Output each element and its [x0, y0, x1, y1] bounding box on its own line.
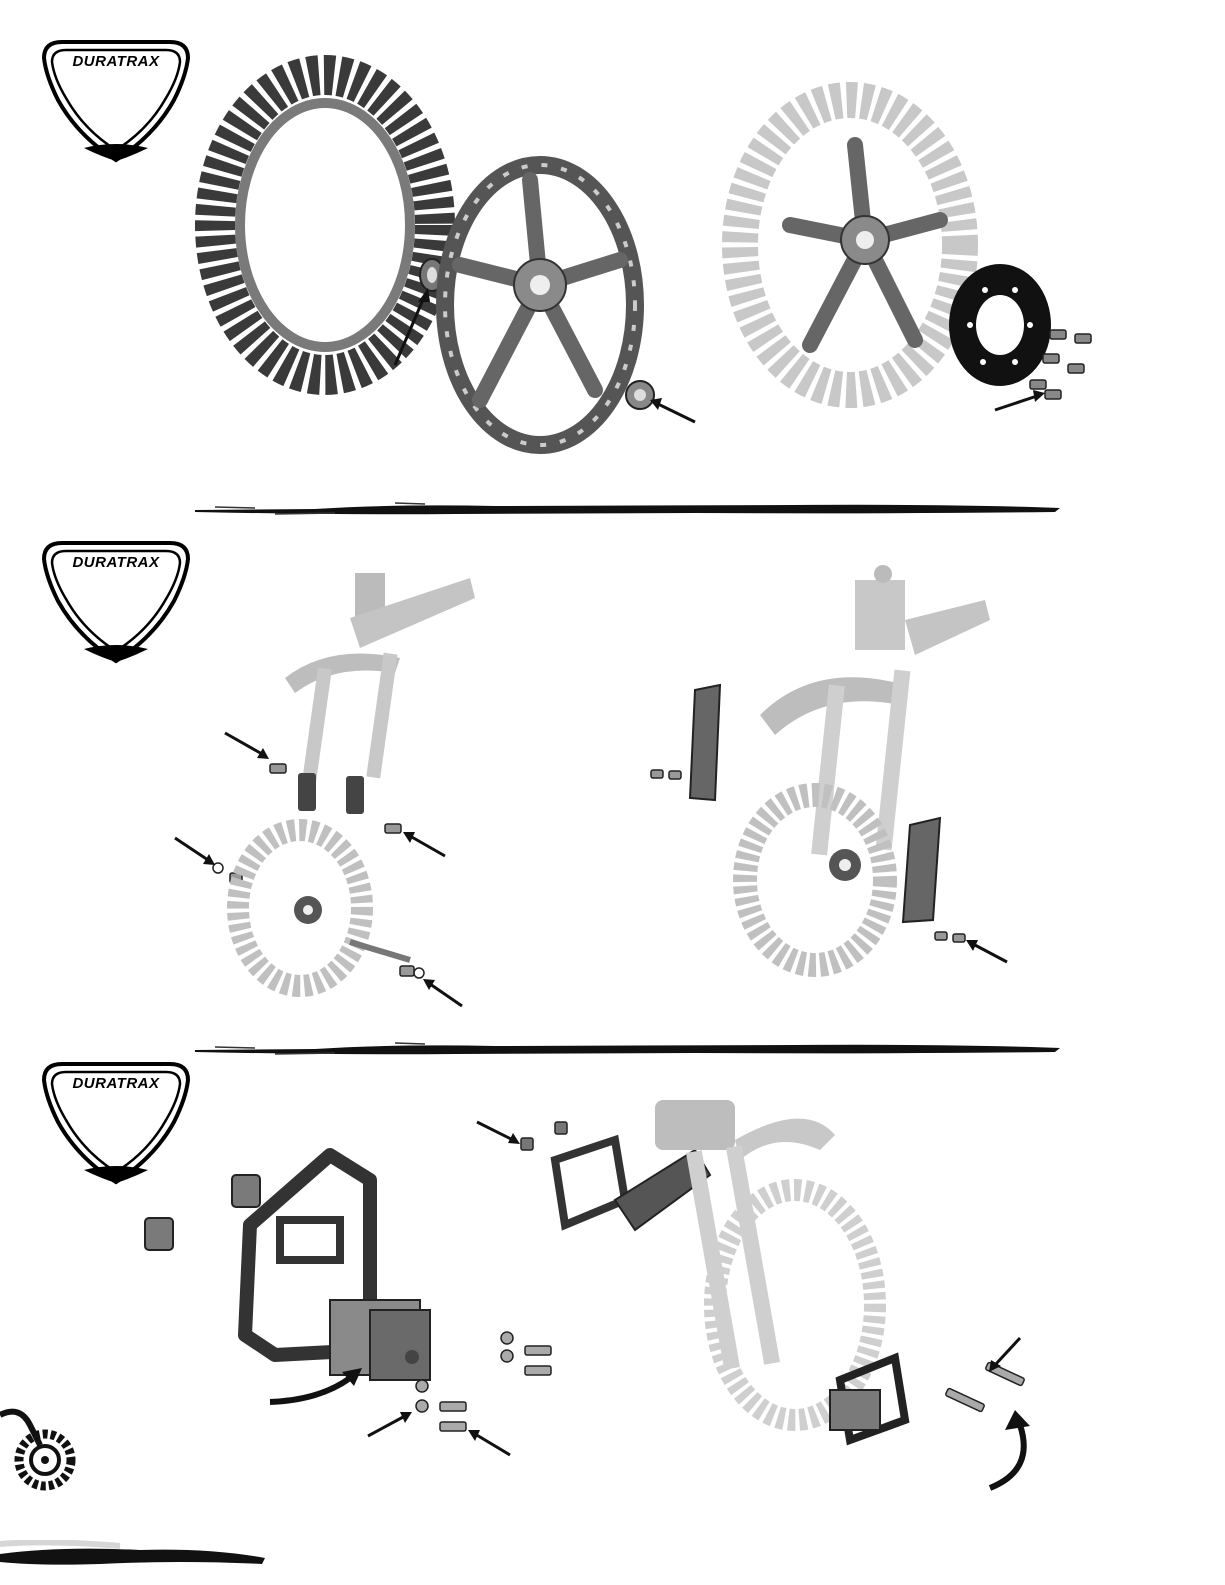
bearing-icon	[626, 381, 654, 409]
arrow-icon	[175, 733, 462, 1006]
arrow-icon	[650, 398, 695, 422]
wheel-rim-icon	[445, 165, 635, 445]
curved-arrow-icon	[990, 1410, 1030, 1488]
fork-icon	[655, 1100, 835, 1370]
section-divider-1	[195, 498, 1060, 518]
bottom-brush-stroke	[0, 1540, 265, 1570]
step-badge-1: DURATRAX	[36, 36, 196, 166]
wheel-icon	[238, 830, 410, 986]
fork-icon	[285, 573, 475, 814]
fork-icon	[760, 565, 990, 855]
servo-icon	[330, 1300, 430, 1380]
section-divider-2	[195, 1038, 1060, 1058]
curved-arrow-icon	[270, 1368, 362, 1402]
corner-motorcycle-graphic	[0, 1405, 85, 1495]
badge-logo-text: DURATRAX	[36, 1075, 196, 1092]
screw-icon	[945, 1362, 1025, 1412]
step3-servo-installed	[475, 1090, 1035, 1510]
brake-disc-icon	[950, 265, 1050, 385]
arrow-icon	[995, 390, 1045, 410]
badge-logo-text: DURATRAX	[36, 53, 196, 70]
wheel-rim-icon	[790, 145, 940, 345]
step1-exploded-wheel	[200, 70, 700, 470]
step1-brake-disc-assembly	[725, 90, 1100, 420]
arrow-icon	[989, 1338, 1020, 1372]
motorcycle-icon	[0, 1405, 85, 1495]
step2-fork-assembled	[645, 560, 1015, 980]
mount-plate-icon	[555, 1140, 625, 1225]
step2-fork-exploded	[170, 548, 480, 1008]
servo-icon	[830, 1358, 905, 1440]
wheel-icon	[715, 1190, 875, 1420]
nut-icon	[521, 1122, 567, 1150]
arrow-icon	[966, 940, 1007, 962]
arrow-icon	[477, 1122, 520, 1144]
tire-icon	[215, 75, 435, 375]
